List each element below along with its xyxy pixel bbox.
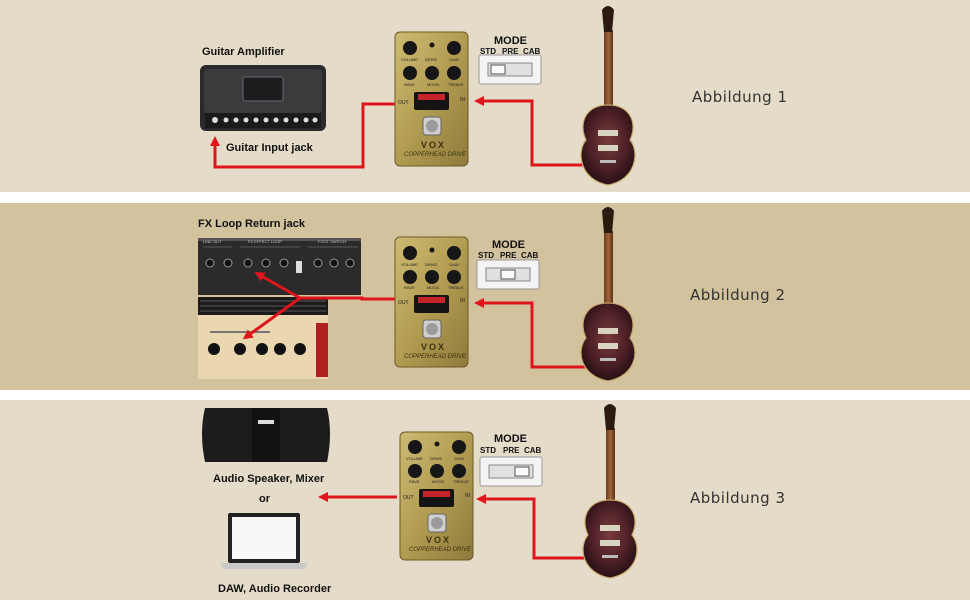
pedal-brand: VOX: [421, 342, 447, 352]
pedal-out-label: OUT: [403, 495, 414, 501]
pedal: [399, 431, 474, 561]
knob-label-drive: DRIVE: [425, 262, 438, 267]
panel-2: FX Loop Return jack MODE STD PRE CAB Abb…: [0, 203, 970, 390]
mode-switch-box: [479, 456, 543, 487]
pedal-in-label: IN: [460, 298, 465, 304]
figure-label: Abbildung 1: [692, 88, 788, 106]
knob-label-volume: VOLUME: [401, 57, 418, 62]
knob-label-drive: DRIVE: [430, 456, 443, 461]
mode-switch-box: [478, 54, 542, 85]
mode-title: MODE: [492, 239, 525, 251]
knob-label-rave: RAVE: [404, 285, 415, 290]
electric-guitar: [580, 6, 636, 186]
pedal: [394, 236, 469, 368]
amp-fx-loop-label: FX EFFECT LOOP: [248, 239, 282, 244]
mode-option-pre: PRE: [500, 251, 517, 260]
mode-option-pre: PRE: [503, 446, 520, 455]
pedal-brand: VOX: [426, 535, 452, 545]
mode-option-pre: PRE: [502, 47, 519, 56]
knob-label-mood: MOOD: [427, 285, 440, 290]
pedal-name: COPPERHEAD DRIVE: [404, 354, 467, 360]
panel-3: Audio Speaker, Mixer or DAW, Audio Recor…: [0, 400, 970, 600]
pedal-out-label: OUT: [398, 100, 409, 106]
knob-label-rave: RAVE: [404, 82, 415, 87]
knob-label-mood: MOOD: [432, 479, 445, 484]
or-label: or: [259, 493, 270, 505]
figure-label: Abbildung 2: [690, 286, 786, 304]
mode-option-std: STD: [478, 251, 494, 260]
mode-option-cab: CAB: [523, 47, 541, 56]
knob-label-volume: VOLUME: [406, 456, 423, 461]
knob-label-volume: VOLUME: [401, 262, 418, 267]
panel-1: Guitar Amplifier Guitar Input jack MODE …: [0, 0, 970, 192]
pedal-name: COPPERHEAD DRIVE: [409, 547, 472, 553]
amp-foot-switch-label: FOOT SWITCH: [318, 239, 346, 244]
audio-speaker: [202, 408, 330, 462]
knob-label-treble: TREBLE: [453, 479, 469, 484]
knob-label-drive: DRIVE: [425, 57, 438, 62]
pedal-out-label: OUT: [398, 300, 409, 306]
panel-2-drawing: [198, 207, 636, 382]
speaker-label: Audio Speaker, Mixer: [213, 473, 325, 485]
guitar-amplifier-label: Guitar Amplifier: [202, 46, 285, 58]
pedal-brand: VOX: [421, 140, 447, 150]
guitar-input-jack-label: Guitar Input jack: [226, 142, 313, 154]
mode-option-std: STD: [480, 446, 496, 455]
electric-guitar: [580, 207, 636, 382]
amp-input-panel: [198, 297, 328, 379]
knob-label-gain: GAIN: [454, 456, 464, 461]
mode-title: MODE: [494, 433, 527, 445]
mode-option-cab: CAB: [521, 251, 539, 260]
pedal-name: COPPERHEAD DRIVE: [404, 152, 467, 158]
mode-switch-box: [476, 259, 540, 290]
knob-label-rave: RAVE: [409, 479, 420, 484]
figure-label: Abbildung 3: [690, 489, 786, 507]
panel-1-drawing: [200, 6, 636, 186]
mode-option-cab: CAB: [524, 446, 542, 455]
pedal-in-label: IN: [460, 97, 465, 103]
knob-label-gain: GAIN: [449, 262, 459, 267]
pedal-in-label: IN: [465, 493, 470, 499]
knob-label-treble: TREBLE: [448, 82, 464, 87]
panel-3-drawing: [202, 404, 638, 579]
mode-option-std: STD: [480, 47, 496, 56]
guitar-amplifier: [200, 65, 326, 131]
knob-label-treble: TREBLE: [448, 285, 464, 290]
amp-line-out-label: LINE OUT: [203, 239, 222, 244]
fx-loop-return-jack-label: FX Loop Return jack: [198, 218, 305, 230]
laptop: [220, 513, 308, 569]
daw-label: DAW, Audio Recorder: [218, 583, 332, 595]
knob-label-mood: MOOD: [427, 82, 440, 87]
electric-guitar: [582, 404, 638, 579]
pedal: [394, 31, 469, 167]
cable-paths: [210, 96, 590, 169]
knob-label-gain: GAIN: [449, 57, 459, 62]
mode-title: MODE: [494, 35, 527, 47]
